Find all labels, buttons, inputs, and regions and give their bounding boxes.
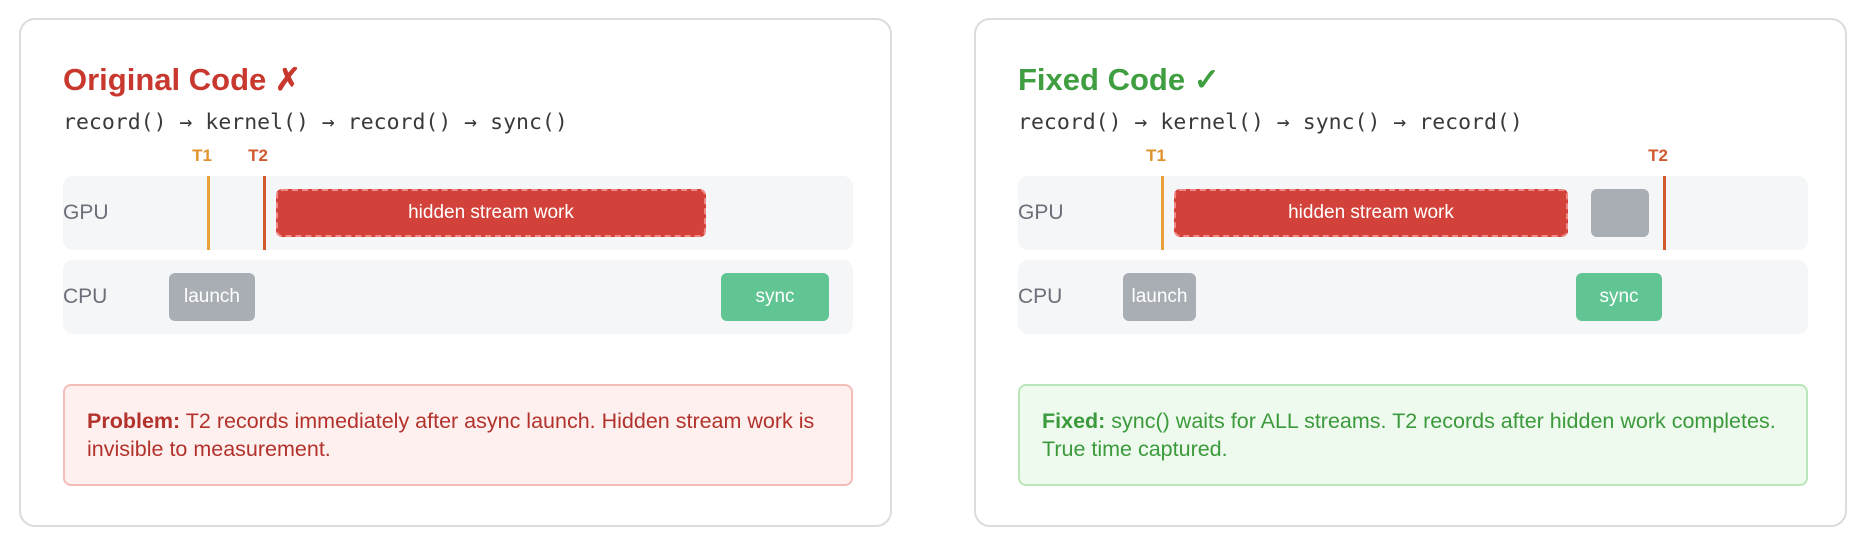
- panel-title: Fixed Code ✓: [1018, 62, 1220, 97]
- t2-label: T2: [248, 146, 268, 165]
- hidden-stream-work-block: hidden stream work: [1174, 189, 1568, 237]
- gpu-lane-label: GPU: [63, 201, 109, 224]
- t2-marker: [1663, 176, 1666, 250]
- t1-marker: [207, 176, 210, 250]
- t1-label: T1: [1146, 146, 1166, 165]
- code-sequence: record() → kernel() → record() → sync(): [63, 110, 568, 135]
- fixed-note: Fixed: sync() waits for ALL streams. T2 …: [1018, 384, 1808, 486]
- sync-block: sync: [721, 273, 829, 321]
- note-text: T2 records immediately after async launc…: [87, 409, 815, 461]
- t2-marker: [263, 176, 266, 250]
- t1-label: T1: [192, 146, 212, 165]
- t1-marker: [1161, 176, 1164, 250]
- fixed-code-panel: Fixed Code ✓ record() → kernel() → sync(…: [974, 18, 1847, 527]
- note-lead: Fixed:: [1042, 409, 1106, 433]
- cpu-lane-label: CPU: [1018, 285, 1063, 308]
- note-lead: Problem:: [87, 409, 181, 433]
- t2-label: T2: [1648, 146, 1668, 165]
- note-text: sync() waits for ALL streams. T2 records…: [1042, 409, 1776, 461]
- original-code-panel: Original Code ✗ record() → kernel() → re…: [19, 18, 892, 527]
- hidden-stream-work-block: hidden stream work: [276, 189, 706, 237]
- cpu-lane-label: CPU: [63, 285, 108, 308]
- code-sequence: record() → kernel() → sync() → record(): [1018, 110, 1523, 135]
- launch-block: launch: [169, 273, 255, 321]
- problem-note: Problem: T2 records immediately after as…: [63, 384, 853, 486]
- sync-block: sync: [1576, 273, 1662, 321]
- launch-block: launch: [1123, 273, 1196, 321]
- gpu-small-block: [1591, 189, 1649, 237]
- panel-title: Original Code ✗: [63, 62, 301, 97]
- gpu-lane-label: GPU: [1018, 201, 1064, 224]
